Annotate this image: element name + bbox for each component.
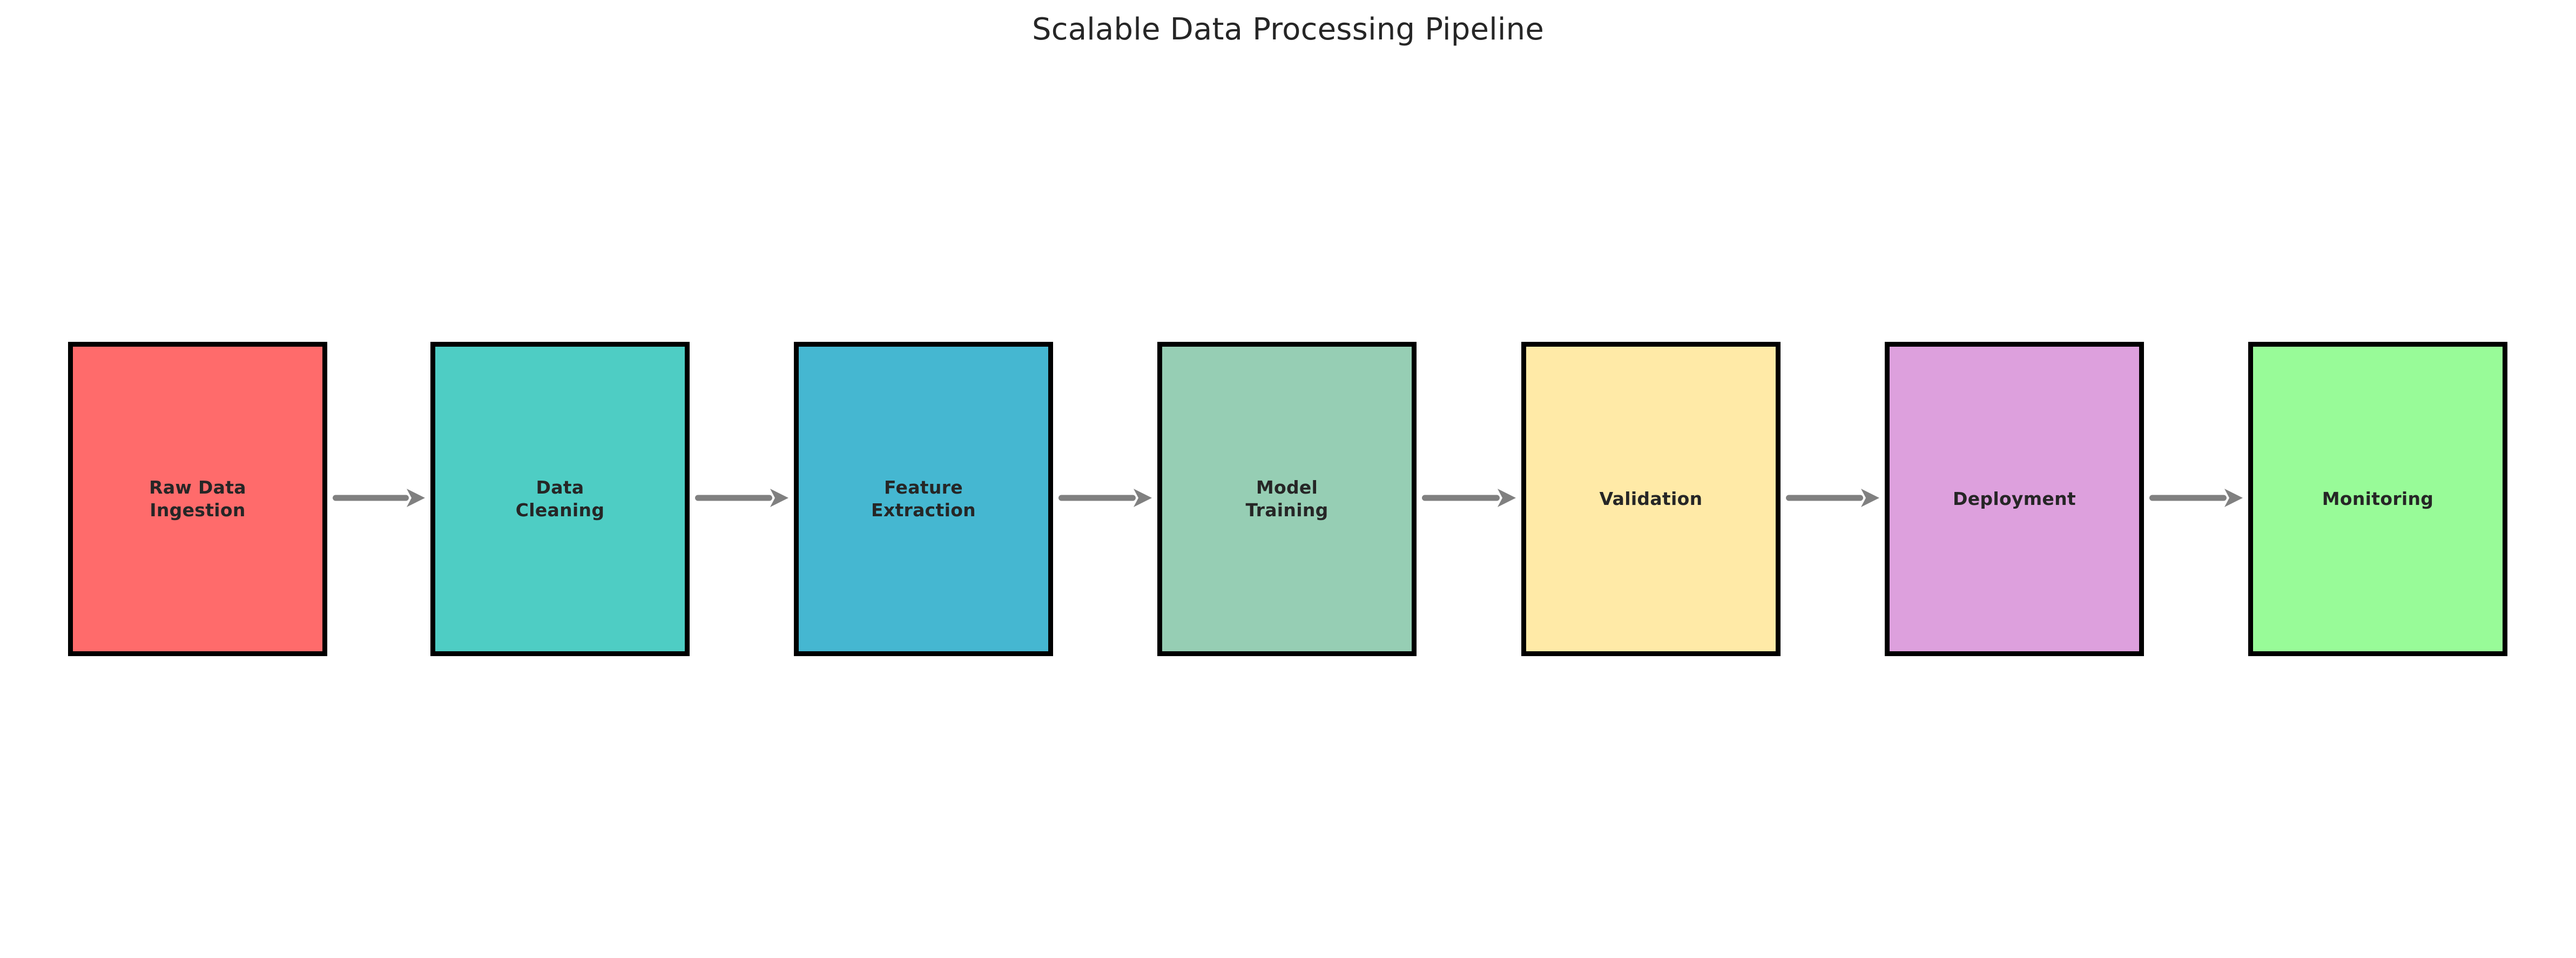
stage-node-deployment[interactable]: Deployment — [1885, 342, 2144, 656]
stage-label-deployment: Deployment — [1953, 488, 2076, 509]
arrow-shaft — [695, 495, 772, 501]
stage-label-model-training: Model Training — [1245, 476, 1329, 521]
arrow-head — [770, 489, 788, 507]
connector-arrow-2 — [695, 482, 788, 514]
stage-label-raw-data-ingestion: Raw Data Ingestion — [149, 476, 246, 521]
stage-node-raw-data-ingestion[interactable]: Raw Data Ingestion — [68, 342, 327, 656]
stage-label-feature-extraction: Feature Extraction — [871, 476, 976, 521]
arrow-head — [2224, 489, 2243, 507]
connector-arrow-4 — [1422, 482, 1516, 514]
arrow-head — [1134, 489, 1152, 507]
connector-arrow-6 — [2149, 482, 2243, 514]
arrow-head — [1861, 489, 1879, 507]
stage-label-monitoring: Monitoring — [2322, 488, 2434, 509]
arrow-shaft — [333, 495, 409, 501]
stage-node-feature-extraction[interactable]: Feature Extraction — [794, 342, 1053, 656]
connector-arrow-1 — [333, 482, 425, 514]
arrow-shaft — [1058, 495, 1136, 501]
connector-arrow-3 — [1058, 482, 1152, 514]
pipeline-flow: Raw Data Ingestion Data Cleaning Feature E… — [0, 342, 2576, 656]
stage-label-validation: Validation — [1599, 488, 1703, 509]
arrow-head — [1498, 489, 1516, 507]
arrow-shaft — [1786, 495, 1863, 501]
stage-node-model-training[interactable]: Model Training — [1157, 342, 1417, 656]
connector-arrow-5 — [1786, 482, 1879, 514]
stage-node-data-cleaning[interactable]: Data Cleaning — [430, 342, 690, 656]
arrow-shaft — [1422, 495, 1500, 501]
arrow-head — [407, 489, 425, 507]
stage-node-monitoring[interactable]: Monitoring — [2248, 342, 2507, 656]
stage-node-validation[interactable]: Validation — [1521, 342, 1781, 656]
diagram-title: Scalable Data Processing Pipeline — [1032, 12, 1544, 47]
arrow-shaft — [2149, 495, 2227, 501]
stage-label-data-cleaning: Data Cleaning — [515, 476, 605, 521]
